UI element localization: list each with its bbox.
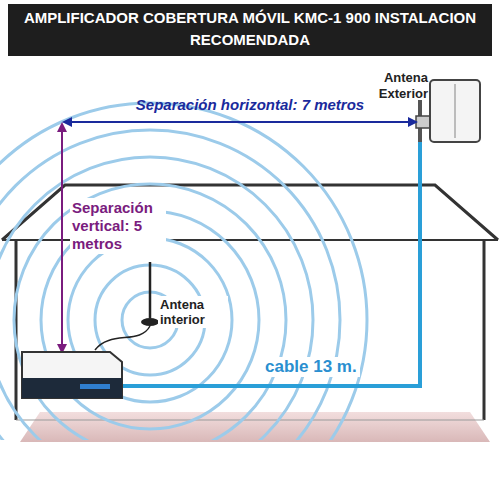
floor-line — [16, 420, 484, 421]
dimension-label: Separación horizontal: 7 metros — [90, 96, 410, 113]
radio-waves — [0, 103, 367, 440]
antenna-label: Antena interior — [158, 296, 228, 328]
amplifier — [22, 352, 122, 398]
wave-ring — [14, 184, 286, 440]
right-wall — [483, 240, 486, 420]
wave-ring — [0, 157, 313, 440]
indoor-antenna — [95, 262, 159, 350]
wave-ring — [0, 130, 340, 440]
antenna-label: Antena Exterior — [368, 70, 428, 102]
dimension-label: Separación vertical: 5 metros — [70, 198, 166, 254]
vertical-dimension — [57, 122, 67, 354]
horizontal-dimension — [62, 117, 418, 127]
cable-label: cable 13 m. — [262, 357, 360, 377]
title: AMPLIFICADOR COBERTURA MÓVIL KMC-1 900 I… — [10, 7, 490, 51]
wave-ring — [0, 103, 367, 440]
coax-cable — [120, 140, 420, 386]
floor — [20, 412, 490, 442]
